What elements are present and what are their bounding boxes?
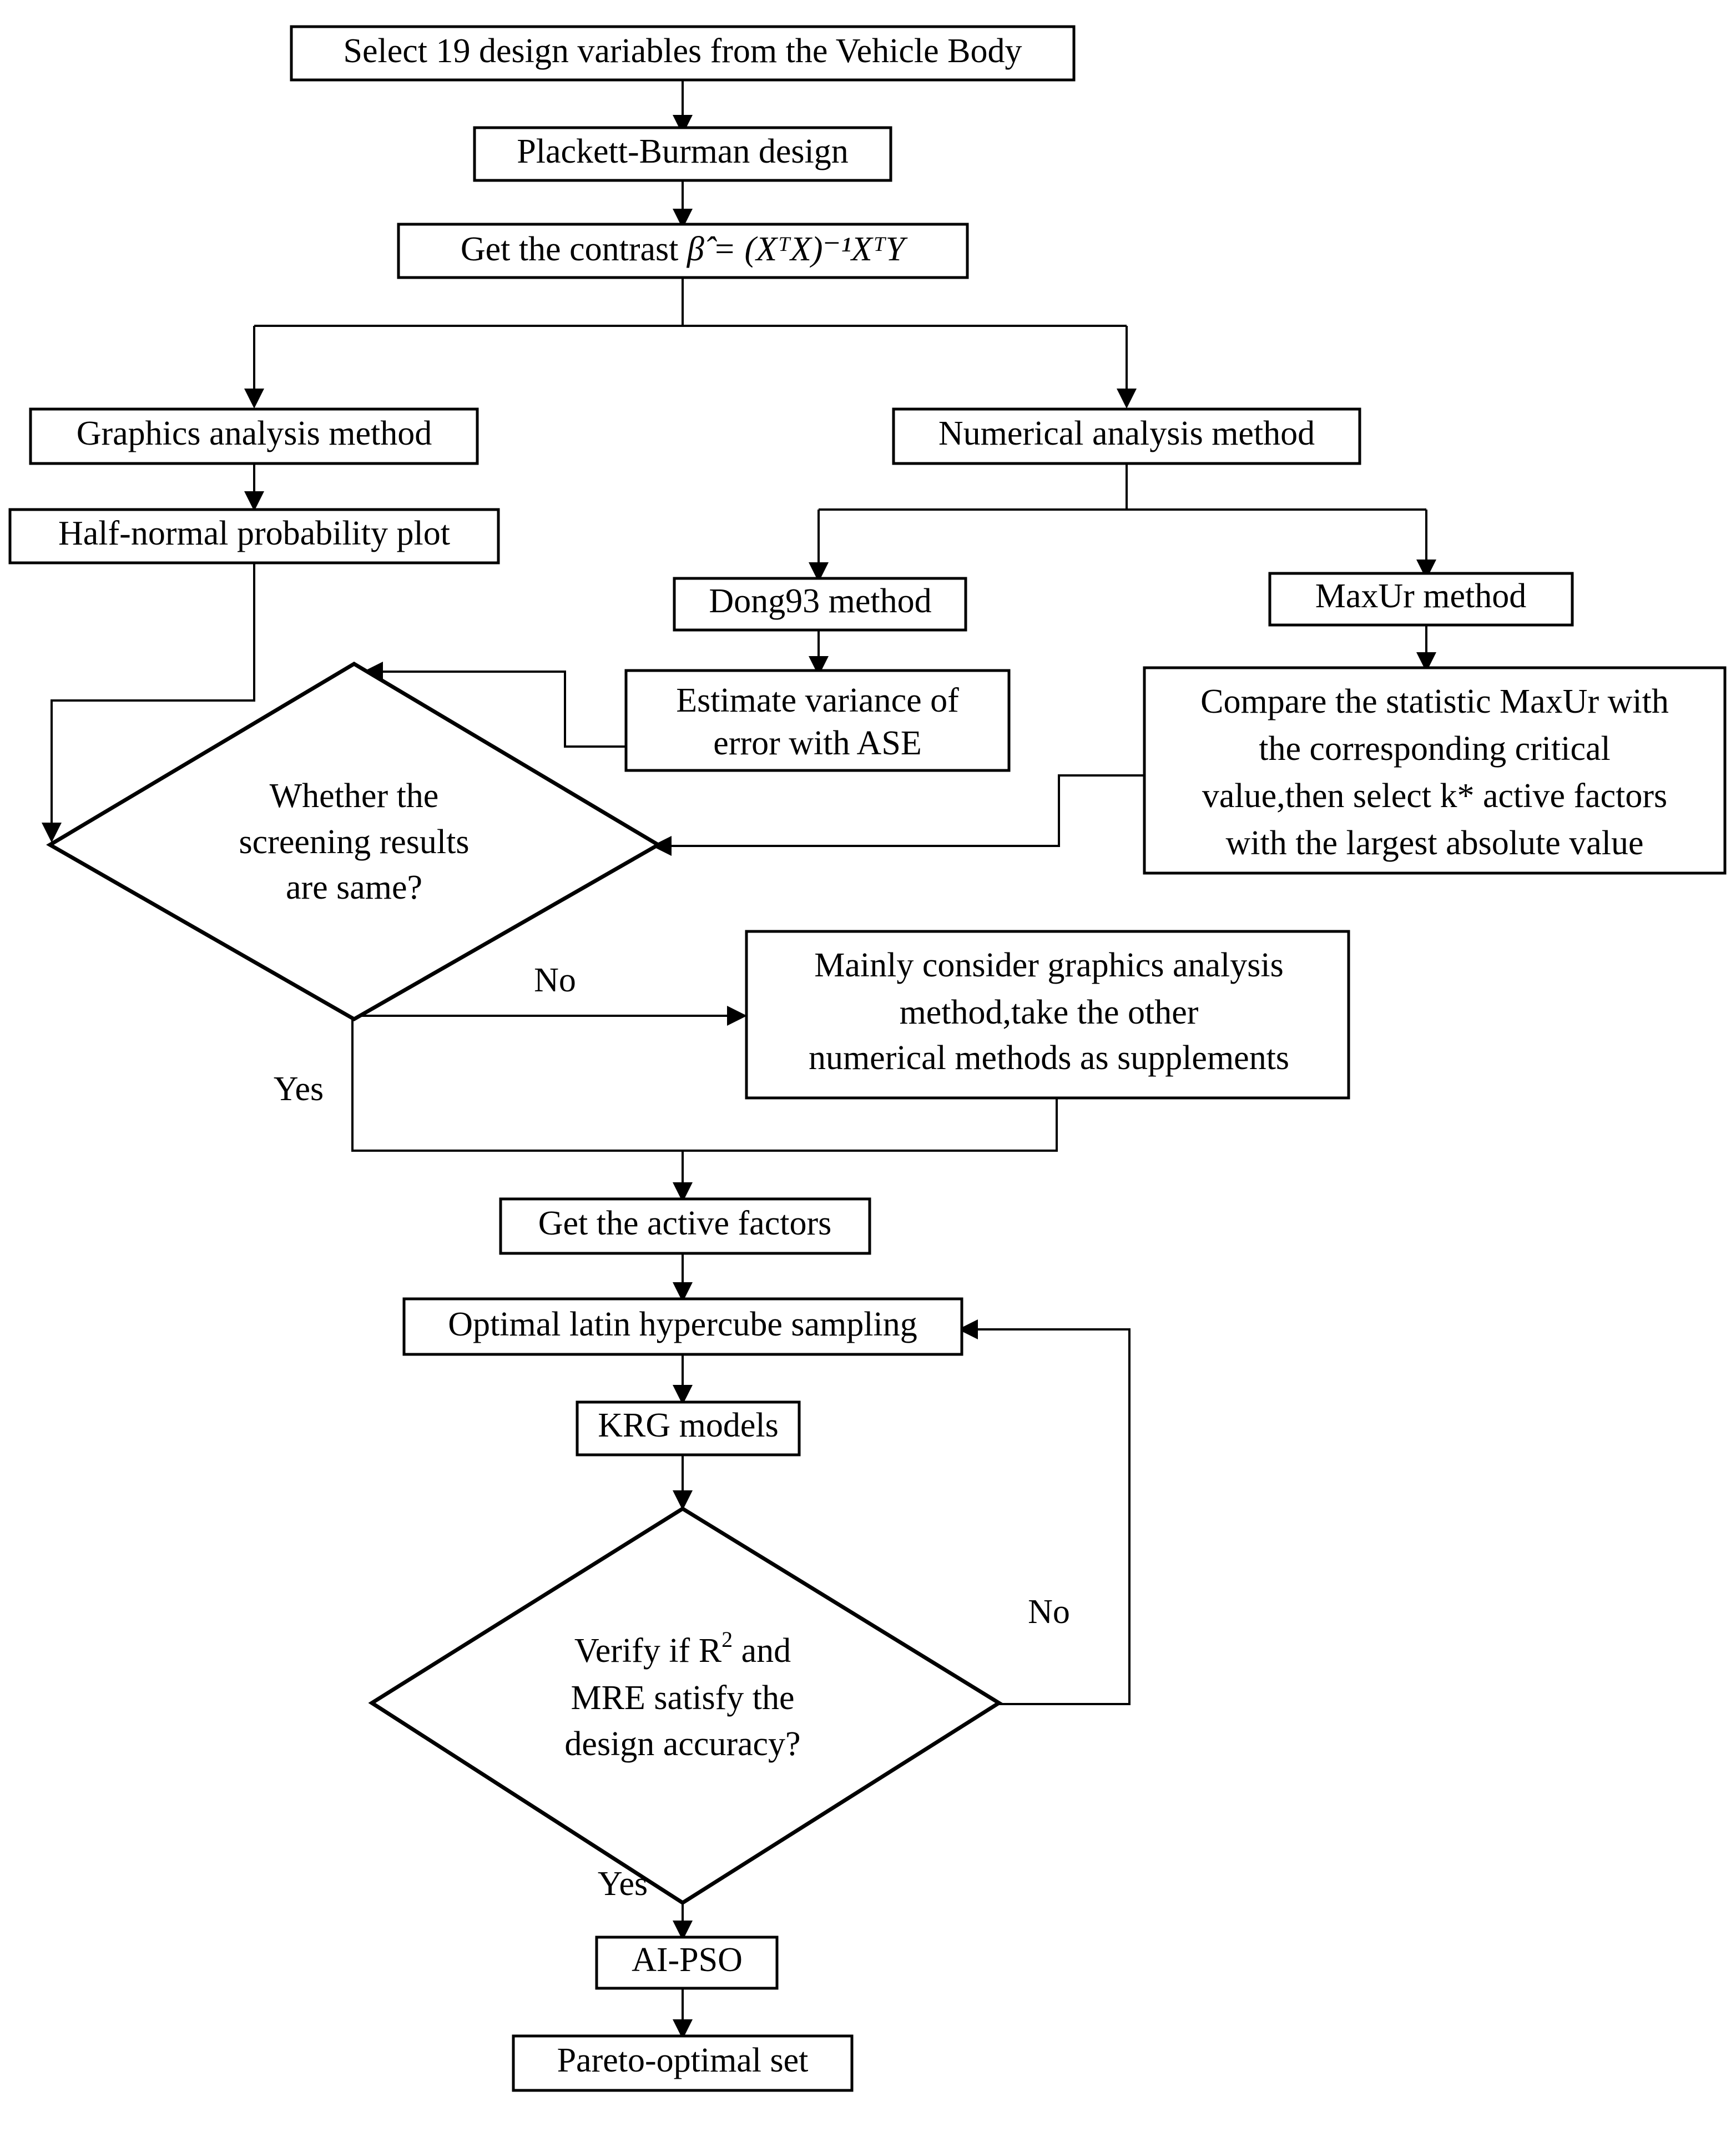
edge-label-no-verify: No — [1028, 1593, 1070, 1631]
node-label: Numerical analysis method — [938, 415, 1315, 452]
node-label-line3: value,then select k* active factors — [1202, 777, 1667, 815]
node-numerical-analysis-method[interactable]: Numerical analysis method — [892, 407, 1361, 465]
node-label: Dong93 method — [709, 582, 931, 620]
edge-n10-to-n11 — [652, 774, 1144, 856]
verify-superscript: 2 — [721, 1627, 733, 1652]
node-get-active-factors[interactable]: Get the active factors — [499, 1197, 871, 1255]
node-label-line2: method,take the other — [900, 994, 1199, 1031]
node-label: KRG models — [598, 1407, 779, 1444]
node-label: Optimal latin hypercube sampling — [448, 1306, 917, 1343]
node-label-line1: Mainly consider graphics analysis — [814, 946, 1283, 984]
node-label-line2: screening results — [239, 823, 470, 861]
node-label: MaxUr method — [1315, 577, 1527, 615]
edge-n6-to-n11 — [42, 563, 255, 843]
edge-label-yes-verify: Yes — [598, 1865, 648, 1903]
node-graphics-analysis-method[interactable]: Graphics analysis method — [29, 407, 479, 465]
node-formula: Get the contrast β̂ = (XᵀX)⁻¹XᵀY — [461, 230, 908, 268]
node-label-line2: the corresponding critical — [1259, 730, 1611, 768]
node-dong93-method[interactable]: Dong93 method — [673, 577, 967, 632]
node-maxur-method[interactable]: MaxUr method — [1268, 572, 1574, 627]
node-label-line3: design accuracy? — [564, 1725, 800, 1763]
edge-n12-merge — [683, 1098, 1058, 1152]
node-half-normal-probability-plot[interactable]: Half-normal probability plot — [8, 508, 500, 565]
node-label: Select 19 design variables from the Vehi… — [343, 32, 1022, 70]
node-compare-statistic-maxur[interactable]: Compare the statistic MaxUr with the cor… — [1143, 666, 1727, 875]
node-select-design-variables[interactable]: Select 19 design variables from the Vehi… — [290, 25, 1076, 82]
verify-text-a: Verify if R — [574, 1632, 722, 1670]
node-get-the-contrast[interactable]: Get the contrast β̂ = (XᵀX)⁻¹XᵀY — [397, 223, 969, 279]
edge-label-yes-screening: Yes — [274, 1070, 324, 1108]
node-label: Graphics analysis method — [77, 415, 432, 452]
node-label: Half-normal probability plot — [58, 515, 450, 552]
node-plackett-burman-design[interactable]: Plackett-Burman design — [473, 126, 892, 182]
edge-n9-to-n11 — [363, 662, 626, 748]
formula-body: β̂ = (XᵀX)⁻¹XᵀY — [687, 230, 908, 268]
node-krg-models[interactable]: KRG models — [576, 1400, 801, 1456]
node-whether-screening-results-same[interactable]: Whether the screening results are same? — [46, 661, 662, 1022]
node-estimate-variance-ase[interactable]: Estimate variance of error with ASE — [624, 669, 1011, 772]
edge-n16-no-n14 — [958, 1319, 1131, 1705]
node-label-line2: error with ASE — [713, 724, 921, 762]
node-pareto-optimal-set[interactable]: Pareto-optimal set — [512, 2034, 854, 2092]
node-ai-pso[interactable]: AI-PSO — [595, 1936, 779, 1990]
node-label-line1: Whether the — [270, 777, 439, 815]
edge-label-no-screening: No — [534, 961, 576, 999]
node-label: Plackett-Burman design — [517, 133, 848, 170]
node-verify-r2-mre-accuracy[interactable]: Verify if R2 and MRE satisfy the design … — [368, 1506, 1003, 1906]
node-label-line1: Verify if R2 and — [574, 1627, 791, 1670]
node-label-line2: MRE satisfy the — [571, 1679, 795, 1717]
formula-prefix: Get the contrast — [461, 230, 687, 268]
node-label-line4: with the largest absolute value — [1226, 824, 1644, 862]
node-label: Pareto-optimal set — [557, 2042, 809, 2079]
node-mainly-consider-graphics[interactable]: Mainly consider graphics analysis method… — [745, 930, 1350, 1100]
node-label: AI-PSO — [632, 1941, 743, 1979]
node-label-line3: numerical methods as supplements — [809, 1039, 1289, 1077]
node-label-line3: are same? — [286, 869, 422, 906]
node-label: Get the active factors — [538, 1204, 831, 1242]
node-optimal-latin-hypercube-sampling[interactable]: Optimal latin hypercube sampling — [402, 1297, 963, 1356]
edge-n11-yes-n13 — [351, 1016, 693, 1202]
node-label-line1: Compare the statistic MaxUr with — [1200, 683, 1669, 720]
verify-text-b: and — [733, 1632, 791, 1670]
node-label-line1: Estimate variance of — [676, 682, 959, 719]
